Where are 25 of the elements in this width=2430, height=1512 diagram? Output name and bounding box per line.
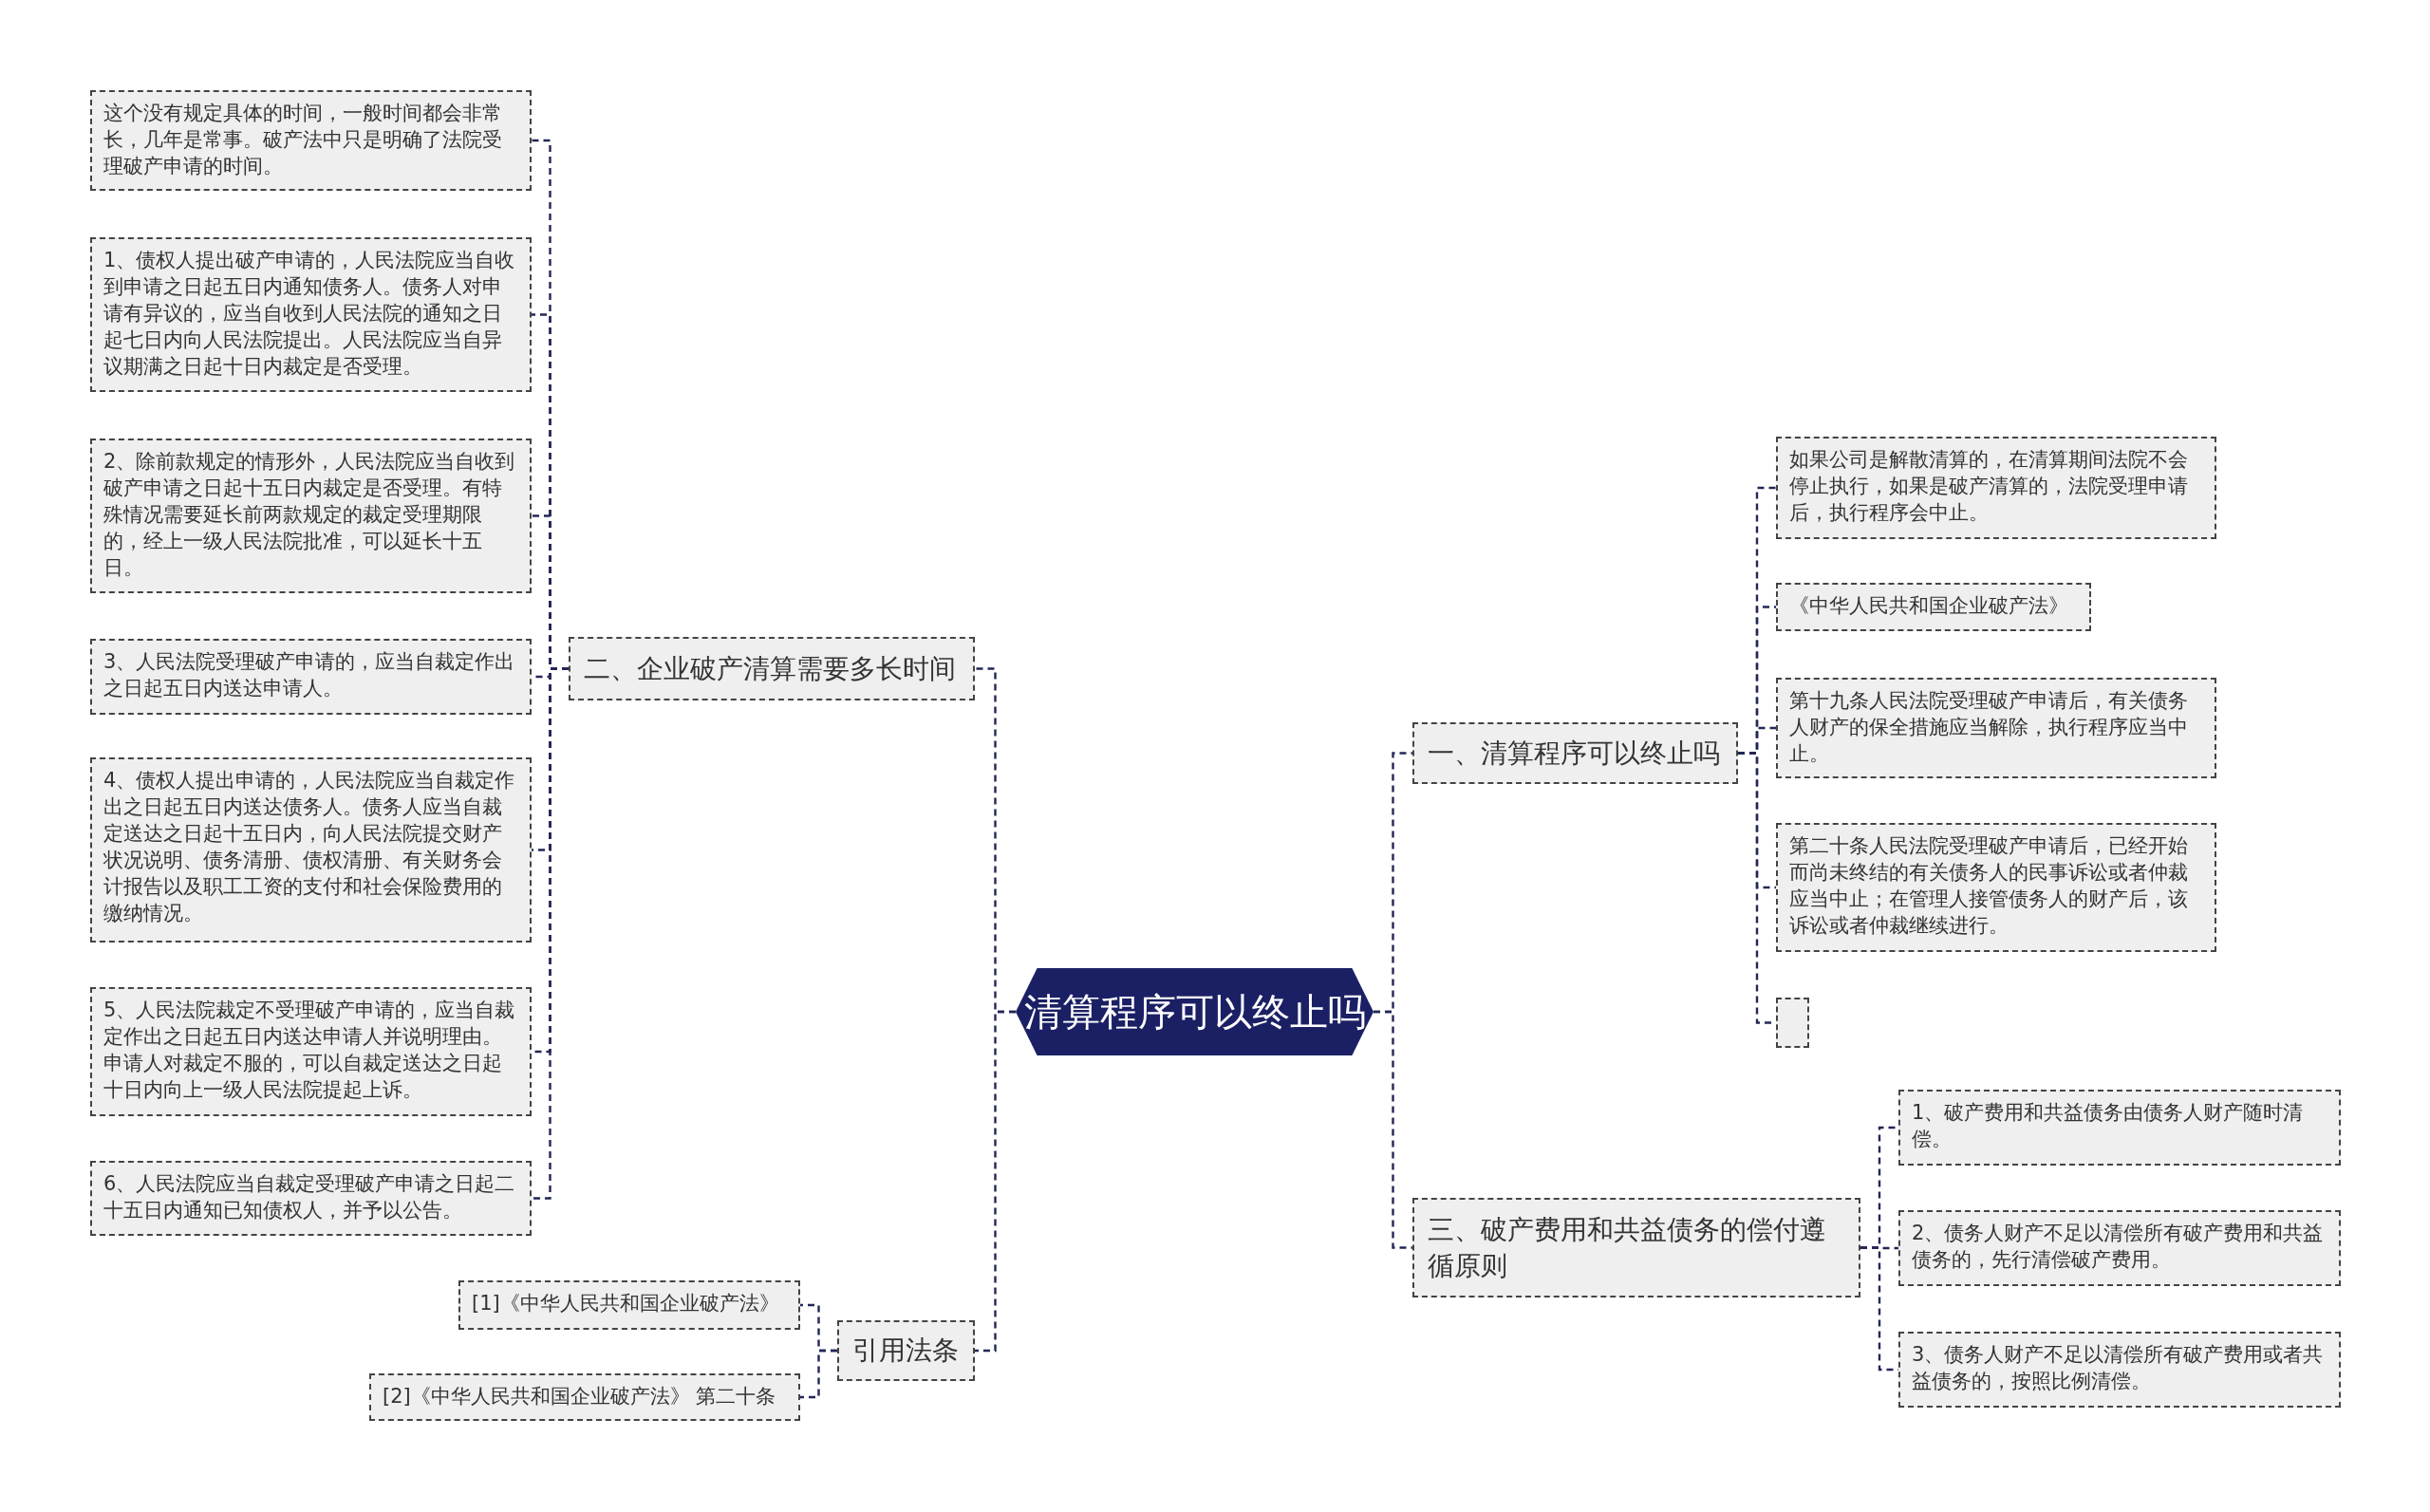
empty-box [1776, 998, 1809, 1048]
note-box: 如果公司是解散清算的，在清算期间法院不会停止执行，如果是破产清算的，法院受理申请后，执行程序会中止。 [1776, 437, 2216, 539]
note-box: 2、债务人财产不足以清偿所有破产费用和共益债务的，先行清偿破产费用。 [1898, 1210, 2341, 1286]
note-box: 3、人民法院受理破产申请的，应当自裁定作出之日起五日内送达申请人。 [90, 639, 532, 715]
topic-box: 二、企业破产清算需要多长时间 [569, 637, 975, 700]
note-box: 3、债务人财产不足以清偿所有破产费用或者共益债务的，按照比例清偿。 [1898, 1332, 2341, 1408]
note-box: 1、破产费用和共益债务由债务人财产随时清偿。 [1898, 1090, 2341, 1166]
connector-line [800, 1349, 837, 1399]
note-box: 2、除前款规定的情形外，人民法院应当自收到破产申请之日起十五日内裁定是否受理。有特殊情况需要延长前两款规定的裁定受理期限的，经上一级人民法院批准，可以延长十五日。 [90, 439, 532, 593]
connector-line [975, 1010, 1016, 1353]
topic-box: 三、破产费用和共益债务的偿付遵循原则 [1412, 1198, 1860, 1297]
note-box: 第二十条人民法院受理破产申请后，已经开始而尚未终结的有关债务人的民事诉讼或者仲裁应当中止；在管理人接管债务人的财产后，该诉讼或者仲裁继续进行。 [1776, 823, 2216, 952]
connector-line [1374, 1010, 1412, 1249]
note-box: 6、人民法院应当自裁定受理破产申请之日起二十五日内通知已知债权人，并予以公告。 [90, 1161, 532, 1236]
note-box: 这个没有规定具体的时间，一般时间都会非常长，几年是常事。破产法中只是明确了法院受理破产申请的时间。 [90, 90, 532, 191]
note-box: 第十九条人民法院受理破产申请后，有关债务人财产的保全措施应当解除，执行程序应当中止。 [1776, 678, 2216, 778]
note-box: 《中华人民共和国企业破产法》 [1776, 583, 2091, 631]
note-box: 4、债权人提出申请的，人民法院应当自裁定作出之日起五日内送达债务人。债务人应当自裁定送达之日起十五日内，向人民法院提交财产状况说明、债务清册、债权清册、有关财务会计报告以及职工工资的支付和社会保险费用的缴纳情况。 [90, 757, 532, 943]
topic-box: 引用法条 [837, 1320, 975, 1381]
note-box: 5、人民法院裁定不受理破产申请的，应当自裁定作出之日起五日内送达申请人并说明理由。申请人对裁定不服的，可以自裁定送达之日起十日内向上一级人民法院提起上诉。 [90, 987, 532, 1116]
note-box: [1]《中华人民共和国企业破产法》 [458, 1280, 800, 1330]
topic-box: 一、清算程序可以终止吗 [1412, 722, 1738, 784]
note-box: [2]《中华人民共和国企业破产法》 第二十条 [369, 1373, 800, 1421]
central-topic: 清算程序可以终止吗 [1016, 968, 1374, 1055]
note-box: 1、债权人提出破产申请的，人民法院应当自收到申请之日起五日内通知债务人。债务人对申请有异议的，应当自收到人民法院的通知之日起七日内向人民法院提出。人民法院应当自异议期满之日起十日内裁定是否受理。 [90, 237, 532, 392]
